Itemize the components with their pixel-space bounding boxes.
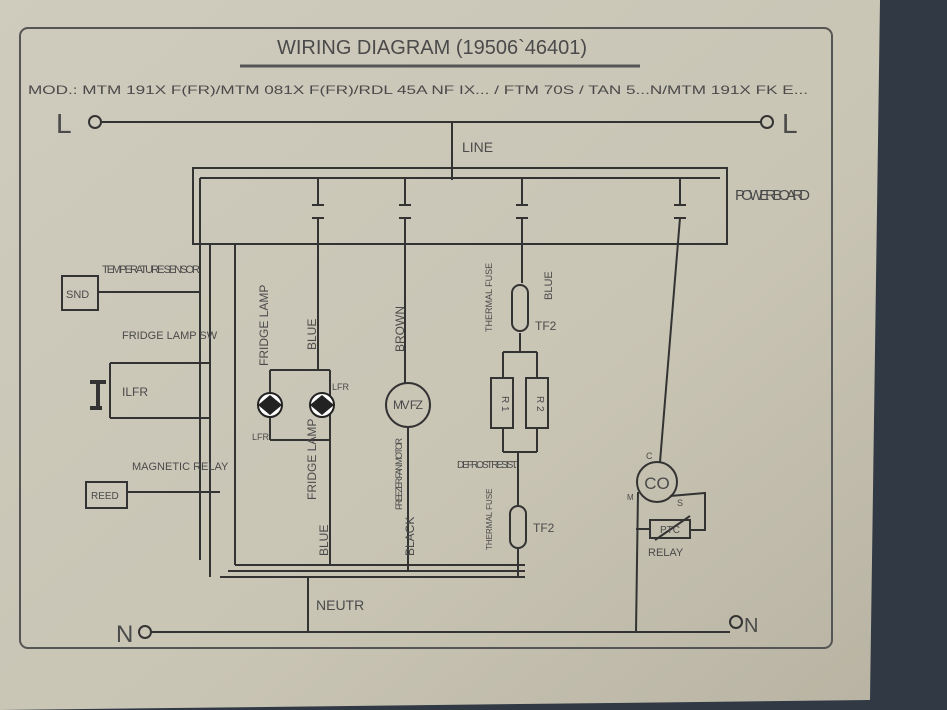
tf2-bottom-label: TF2 <box>533 521 555 535</box>
black-label: BLACK <box>403 517 417 556</box>
reed-label: REED <box>91 491 119 502</box>
compressor-label: CO <box>644 474 670 493</box>
paper-sheet <box>0 0 880 710</box>
lfr-b-label: LFR <box>252 432 270 442</box>
lamp-switch-icon <box>90 380 106 410</box>
blue-top-label: BLUE <box>305 319 319 350</box>
fridge-lamp-icon <box>257 392 283 418</box>
terminal-l-left-label: L <box>56 108 72 139</box>
terminal-l-right-label: L <box>782 108 798 139</box>
ptc-label: PTC <box>660 525 680 536</box>
temperature-sensor-label: TEMPERATURE SENSOR <box>102 264 200 276</box>
compressor-icon <box>636 461 678 503</box>
terminal-n-left-label: N <box>116 621 133 648</box>
fridge-lamp-bottom-label: FRIDGE LAMP <box>305 419 319 500</box>
temperature-sensor-box <box>61 275 99 311</box>
terminal-n-right-label: N <box>744 615 758 637</box>
line-label: LINE <box>462 139 493 155</box>
blue-bottom-label: BLUE <box>317 525 331 556</box>
lfr-a-label: LFR <box>332 382 350 392</box>
relay-label: RELAY <box>648 547 684 559</box>
terminal-n-right <box>729 615 743 629</box>
thermal-fuse-icon <box>509 505 527 549</box>
m-pin-label: M <box>627 493 634 502</box>
thermal-fuse-top-label: THERMAL FUSE <box>484 263 494 332</box>
ilfr-label: ILFR <box>122 385 148 399</box>
magnetic-relay-label: MAGNETIC RELAY <box>132 461 229 473</box>
s-pin-label: S <box>677 498 683 508</box>
fridge-lamp-sw-label: FRIDGE LAMP SW <box>122 330 218 342</box>
brown-label: BROWN <box>393 306 407 352</box>
thermal-fuse-bottom-label: THERMAL FUSE <box>485 489 494 551</box>
fridge-lamp-top-label: FRIDGE LAMP <box>257 285 271 366</box>
r2-label: R 2 <box>534 396 545 412</box>
reed-box <box>85 481 128 509</box>
model-list: MOD.: MTM 191X F(FR)/MTM 081X F(FR)/RDL … <box>28 83 808 97</box>
tf2-top-label: TF2 <box>535 319 557 333</box>
terminal-n-left <box>138 625 152 639</box>
freezer-fan-motor-label: FREEZER FAN MOTOR <box>394 438 404 511</box>
wires <box>98 121 762 633</box>
diagram-title: WIRING DIAGRAM (19506`46401) <box>277 37 587 59</box>
motor-label: MV FZ <box>393 398 423 412</box>
thermal-fuse-icon <box>511 284 529 332</box>
snd-label: SND <box>66 289 89 301</box>
power-board-label: POWER BOARD <box>735 187 810 204</box>
fridge-lamp-icon <box>309 392 335 418</box>
c-pin-label: C <box>646 451 653 461</box>
fan-motor-icon <box>385 382 431 428</box>
terminal-l-left <box>88 115 102 129</box>
terminal-l-right <box>760 115 774 129</box>
r1-label: R 1 <box>499 396 510 412</box>
diagram-border <box>19 27 833 649</box>
defrost-resist-label: DEFROST RESIST. <box>457 460 517 471</box>
blue-defrost-label: BLUE <box>543 271 555 300</box>
neutral-label: NEUTR <box>316 597 364 613</box>
